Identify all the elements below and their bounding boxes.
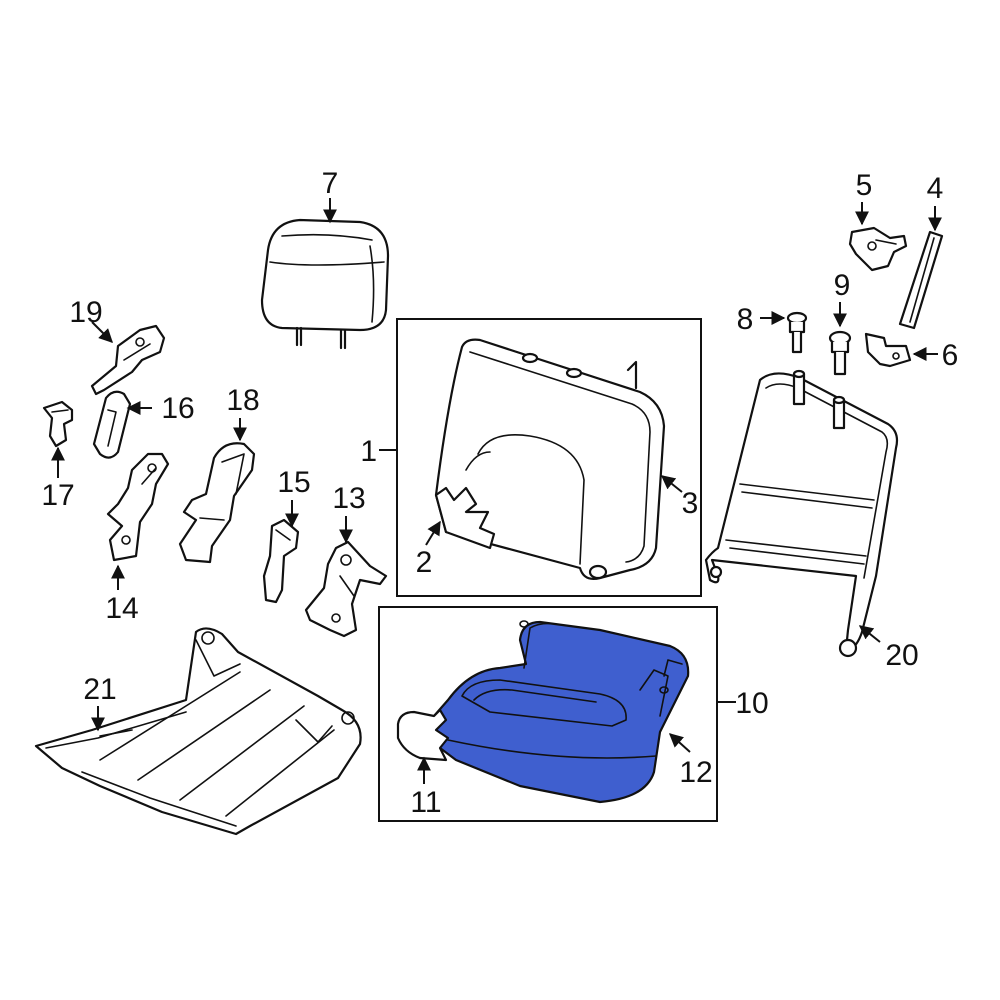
callout-15: 15 (277, 466, 310, 499)
callout-1: 1 (360, 435, 377, 468)
callout-19: 19 (69, 296, 102, 329)
callout-21: 21 (83, 673, 116, 706)
seat-cushion-frame-part[interactable] (34, 627, 362, 836)
callout-16: 16 (161, 392, 194, 425)
callout-4: 4 (927, 172, 944, 205)
callout-9: 9 (834, 269, 851, 302)
side-shield-part[interactable] (178, 442, 256, 564)
callout-18: 18 (226, 384, 259, 417)
recliner-bracket-part[interactable] (90, 324, 166, 396)
callout-17: 17 (41, 479, 74, 512)
latch-bracket-part[interactable] (304, 540, 388, 638)
hinge-plate-part[interactable] (106, 452, 170, 562)
hinge-bracket-part[interactable] (848, 226, 908, 272)
bolt-part[interactable] (786, 311, 808, 354)
callout-3: 3 (682, 487, 699, 520)
side-cover-part[interactable] (92, 390, 132, 459)
trim-strip-part[interactable] (898, 230, 944, 330)
callout-13: 13 (332, 482, 365, 515)
callout-8: 8 (737, 303, 754, 336)
seat-cushion-part[interactable] (396, 620, 690, 804)
callout-12: 12 (679, 756, 712, 789)
small-bracket-part[interactable] (864, 332, 912, 368)
clip-part[interactable] (42, 400, 74, 448)
seat-back-group-box (396, 318, 702, 597)
callout-5: 5 (856, 169, 873, 202)
callout-20: 20 (885, 639, 918, 672)
callout-7: 7 (322, 167, 339, 200)
bolt-part-9[interactable] (828, 330, 852, 376)
headrest-part[interactable] (260, 218, 390, 350)
seat-back-frame-part[interactable] (704, 369, 899, 658)
callout-14: 14 (105, 592, 138, 625)
seat-cushion-group-box (378, 606, 718, 822)
callout-2: 2 (416, 546, 433, 579)
callout-6: 6 (942, 339, 959, 372)
seat-back-cushion-part[interactable] (434, 338, 666, 580)
callout-10: 10 (735, 687, 768, 720)
cover-bracket-part[interactable] (262, 518, 300, 604)
callout-11: 11 (410, 786, 441, 819)
